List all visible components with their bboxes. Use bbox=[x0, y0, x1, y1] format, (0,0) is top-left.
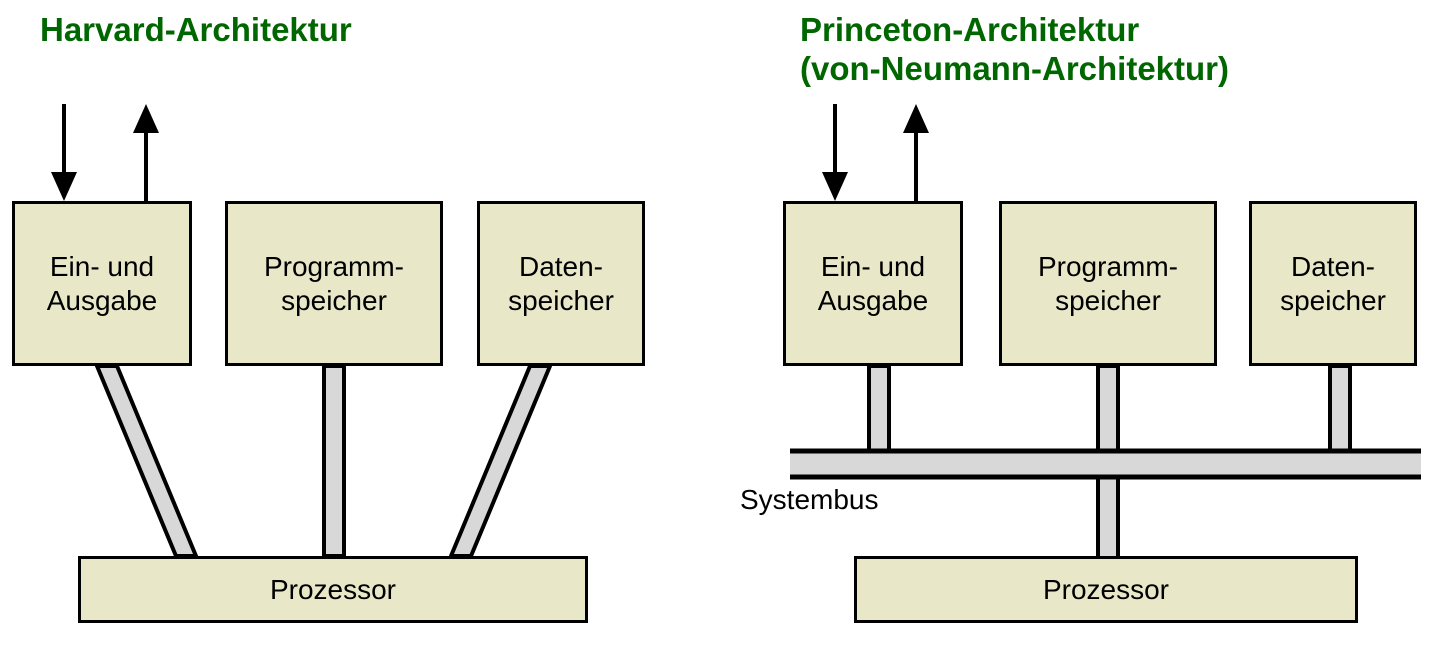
harvard-datamem-to-cpu-connector bbox=[448, 364, 553, 558]
harvard-io-to-cpu-connector bbox=[94, 364, 199, 558]
harvard-title: Harvard-Architektur bbox=[40, 11, 352, 48]
princeton-bus-to-cpu-connector bbox=[1096, 474, 1120, 560]
princeton-box-prozessor[interactable]: Prozessor bbox=[854, 556, 1358, 623]
princeton-progmem-to-bus-connector bbox=[1096, 364, 1120, 454]
princeton-system-bus bbox=[790, 448, 1421, 480]
princeton-io-to-bus-connector bbox=[867, 364, 891, 454]
princeton-systembus-label: Systembus bbox=[740, 484, 879, 515]
princeton-output-arrow bbox=[903, 104, 929, 201]
harvard-box-prozessor[interactable]: Prozessor bbox=[78, 556, 588, 623]
harvard-output-arrow bbox=[133, 104, 159, 201]
princeton-box-datenspeicher[interactable]: Daten- speicher bbox=[1249, 201, 1417, 366]
harvard-progmem-to-cpu-connector bbox=[322, 364, 346, 558]
harvard-box-programmspeicher[interactable]: Programm- speicher bbox=[225, 201, 443, 366]
harvard-input-arrow bbox=[51, 104, 77, 201]
princeton-title: Princeton-Architektur (von-Neumann-Archi… bbox=[800, 11, 1230, 87]
princeton-box-programmspeicher[interactable]: Programm- speicher bbox=[999, 201, 1217, 366]
princeton-input-arrow bbox=[822, 104, 848, 201]
harvard-box-datenspeicher[interactable]: Daten- speicher bbox=[477, 201, 645, 366]
princeton-box-io[interactable]: Ein- und Ausgabe bbox=[783, 201, 963, 366]
princeton-datamem-to-bus-connector bbox=[1328, 364, 1352, 454]
harvard-box-io[interactable]: Ein- und Ausgabe bbox=[12, 201, 192, 366]
